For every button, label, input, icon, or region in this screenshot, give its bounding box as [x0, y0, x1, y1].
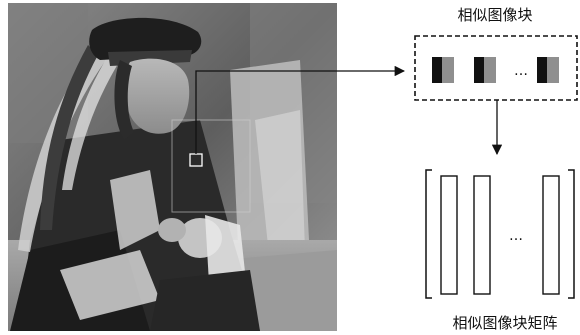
matrix-ellipsis: …: [509, 228, 523, 244]
patches-ellipsis: …: [514, 63, 528, 79]
similar-patch-matrix-label: 相似图像块矩阵: [452, 314, 557, 332]
matrix-column-1: [440, 175, 458, 295]
matrix-column-3: [542, 175, 560, 295]
patch-connector-line: [195, 65, 406, 154]
similar-patch-1: [432, 57, 454, 83]
similar-patches-label: 相似图像块: [457, 6, 532, 24]
matrix-column-2: [473, 175, 491, 295]
similar-patch-3: [537, 57, 559, 83]
patch-matrix: …: [425, 169, 575, 299]
source-photo: [8, 3, 337, 331]
similar-patch-2: [474, 57, 496, 83]
